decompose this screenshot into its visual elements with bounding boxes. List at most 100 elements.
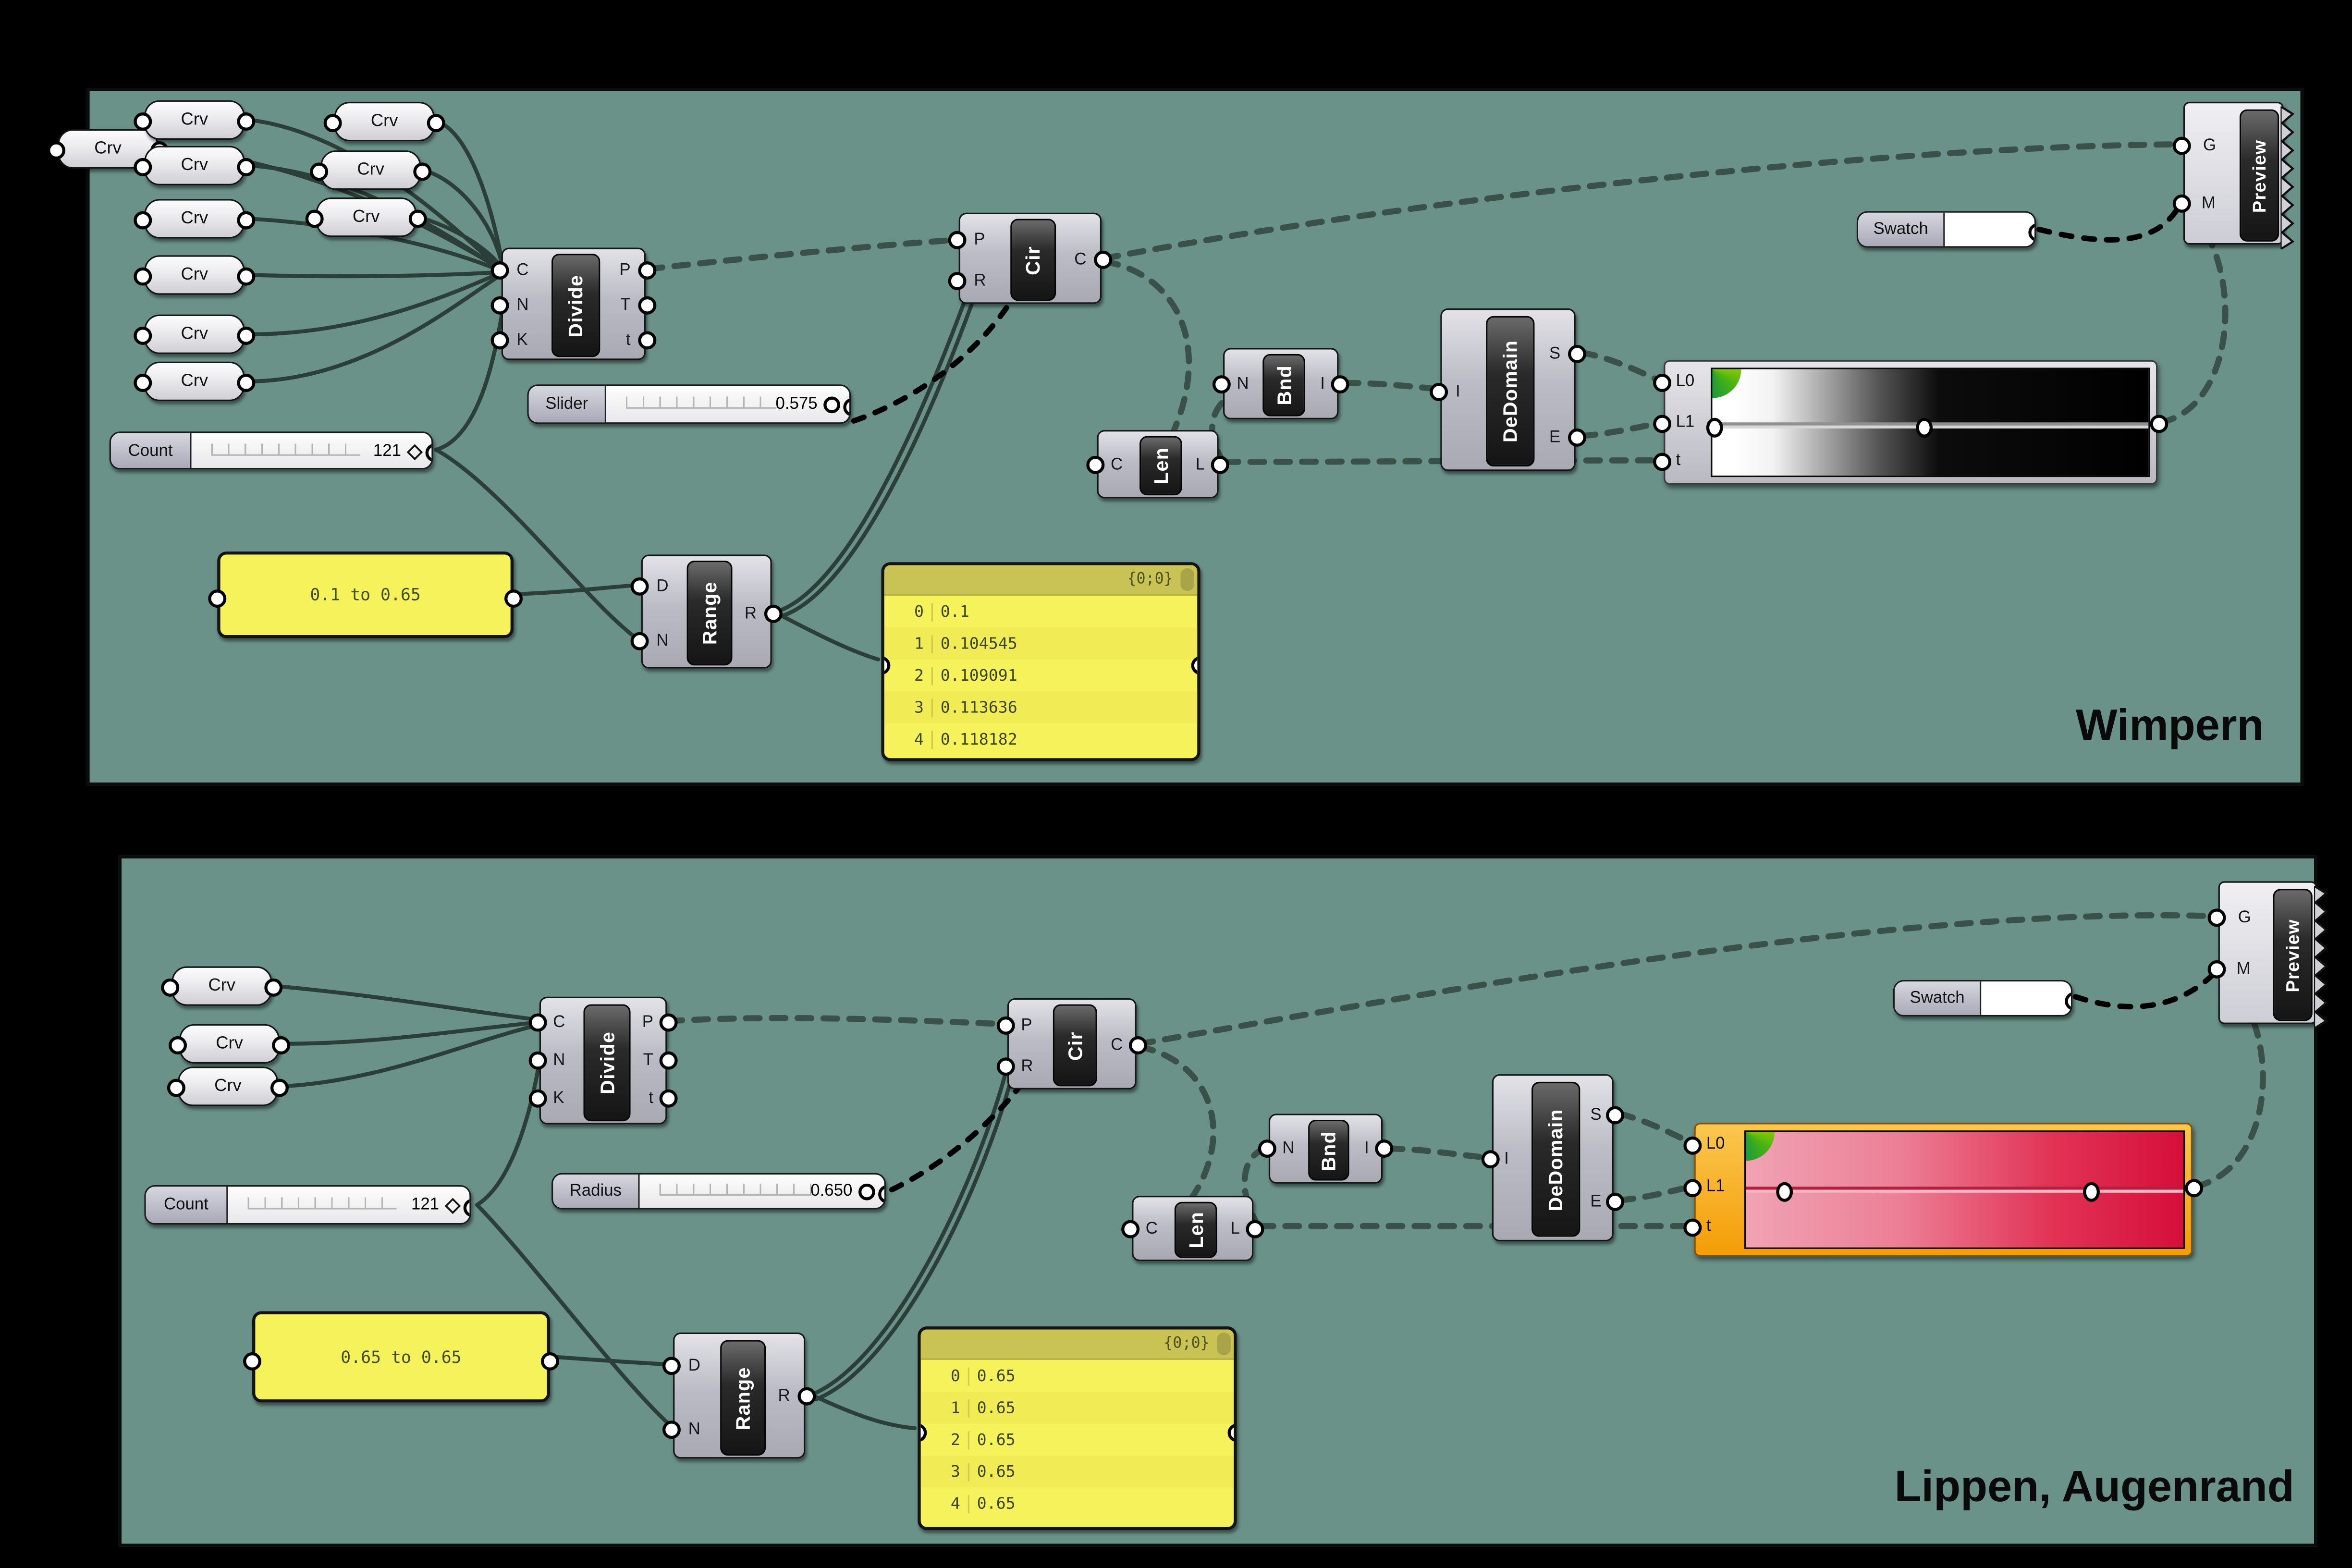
curve-param[interactable]: Crv: [134, 100, 256, 140]
output-port[interactable]: [504, 589, 523, 608]
input-port[interactable]: [2172, 194, 2191, 213]
input-port[interactable]: [47, 141, 66, 160]
range-node[interactable]: Range D N R: [630, 554, 783, 669]
length-node[interactable]: Len C L: [1121, 1196, 1264, 1262]
curve-param[interactable]: Crv: [310, 150, 432, 190]
panel-scroll-tab[interactable]: [1217, 1332, 1231, 1356]
output-port[interactable]: [1331, 375, 1349, 394]
input-port[interactable]: [323, 114, 342, 133]
output-port[interactable]: [659, 1051, 678, 1070]
output-port[interactable]: [237, 158, 256, 176]
curve-param[interactable]: Crv: [169, 1024, 291, 1064]
count-slider[interactable]: Count 121 ◇: [144, 1185, 471, 1225]
input-port[interactable]: [134, 211, 152, 230]
input-port[interactable]: [1653, 415, 1672, 433]
input-port[interactable]: [305, 209, 324, 228]
input-port[interactable]: [310, 162, 329, 181]
curve-param[interactable]: Crv: [134, 361, 256, 401]
output-port[interactable]: [272, 1036, 291, 1054]
input-port[interactable]: [134, 267, 152, 286]
output-port[interactable]: [1246, 1220, 1264, 1238]
input-port[interactable]: [1212, 375, 1231, 394]
swatch-colour-well[interactable]: [1945, 212, 2034, 246]
output-port[interactable]: [1211, 455, 1229, 474]
gradient-grip[interactable]: [2083, 1182, 2100, 1202]
input-port[interactable]: [134, 158, 152, 176]
input-port[interactable]: [1653, 453, 1672, 471]
input-port[interactable]: [948, 272, 967, 291]
output-port[interactable]: [1375, 1139, 1394, 1158]
output-port[interactable]: [408, 209, 427, 228]
output-port[interactable]: [237, 327, 256, 345]
output-port[interactable]: [427, 114, 445, 133]
input-port[interactable]: [2207, 960, 2226, 979]
number-slider[interactable]: Slider 0.575: [527, 384, 851, 424]
input-port[interactable]: [528, 1089, 547, 1108]
input-port[interactable]: [1683, 1136, 1702, 1155]
curve-param[interactable]: Crv: [134, 314, 256, 354]
input-port[interactable]: [528, 1051, 547, 1070]
radius-slider[interactable]: Radius 0.650: [551, 1173, 886, 1210]
curve-param[interactable]: Crv: [134, 255, 256, 295]
input-port[interactable]: [630, 577, 649, 596]
output-port[interactable]: [1094, 250, 1113, 269]
input-port[interactable]: [1683, 1218, 1702, 1237]
input-port[interactable]: [996, 1016, 1015, 1035]
input-port[interactable]: [1481, 1150, 1500, 1169]
curve-param[interactable]: Crv: [167, 1066, 289, 1106]
deconstruct-domain-node[interactable]: DeDomain I S E: [1430, 308, 1586, 471]
input-port[interactable]: [948, 231, 967, 249]
output-port[interactable]: [1128, 1036, 1147, 1054]
output-port[interactable]: [413, 162, 432, 181]
text-panel[interactable]: 0.65 to 0.65: [243, 1311, 559, 1403]
input-port[interactable]: [630, 632, 649, 650]
gradient-control[interactable]: L0 L1 t: [1653, 360, 2168, 485]
gradient-preview[interactable]: [1706, 368, 2150, 478]
output-port[interactable]: [540, 1352, 559, 1371]
slider-knob[interactable]: [858, 1183, 875, 1200]
bounds-node[interactable]: Bnd N I: [1212, 348, 1349, 419]
input-port[interactable]: [490, 296, 509, 315]
slider-diamond-icon[interactable]: ◇: [445, 1192, 461, 1216]
input-port[interactable]: [167, 1078, 185, 1097]
input-port[interactable]: [528, 1013, 547, 1032]
input-port[interactable]: [208, 589, 227, 608]
output-port[interactable]: [764, 604, 783, 623]
slider-ruler[interactable]: [210, 442, 360, 455]
input-port[interactable]: [134, 112, 152, 131]
output-port[interactable]: [638, 296, 657, 315]
range-node[interactable]: Range D N R: [662, 1332, 816, 1459]
gradient-grip[interactable]: [1776, 1182, 1793, 1202]
input-port[interactable]: [134, 327, 152, 345]
input-port[interactable]: [161, 978, 180, 997]
gradient-track[interactable]: [1746, 1187, 2183, 1190]
slider-knob[interactable]: [823, 395, 841, 413]
output-port[interactable]: [1606, 1192, 1625, 1211]
swatch-colour-well[interactable]: [1981, 981, 2071, 1015]
output-port[interactable]: [237, 112, 256, 131]
output-port[interactable]: [270, 1078, 289, 1097]
input-port[interactable]: [169, 1036, 187, 1054]
panel-scroll-tab[interactable]: [1180, 568, 1194, 591]
count-slider[interactable]: Count 121 ◇: [109, 431, 433, 470]
colour-swatch[interactable]: Swatch: [1893, 980, 2073, 1017]
input-port[interactable]: [134, 374, 152, 392]
input-port[interactable]: [1653, 374, 1672, 392]
output-port[interactable]: [2185, 1179, 2204, 1198]
output-port[interactable]: [237, 211, 256, 230]
input-port[interactable]: [490, 261, 509, 280]
divide-curve-node[interactable]: Divide C N K P T t: [490, 247, 657, 360]
output-port[interactable]: [797, 1387, 816, 1406]
output-port[interactable]: [2150, 415, 2168, 433]
output-port[interactable]: [237, 374, 256, 392]
output-port[interactable]: [1568, 428, 1586, 447]
gradient-grip[interactable]: [1916, 417, 1933, 438]
deconstruct-domain-node[interactable]: DeDomain I S E: [1481, 1074, 1625, 1242]
gradient-type-icon[interactable]: [1712, 369, 1741, 398]
input-port[interactable]: [490, 331, 509, 350]
circle-node[interactable]: Cir P R C: [996, 998, 1147, 1090]
bounds-node[interactable]: Bnd N I: [1258, 1114, 1394, 1184]
input-port[interactable]: [662, 1421, 681, 1439]
